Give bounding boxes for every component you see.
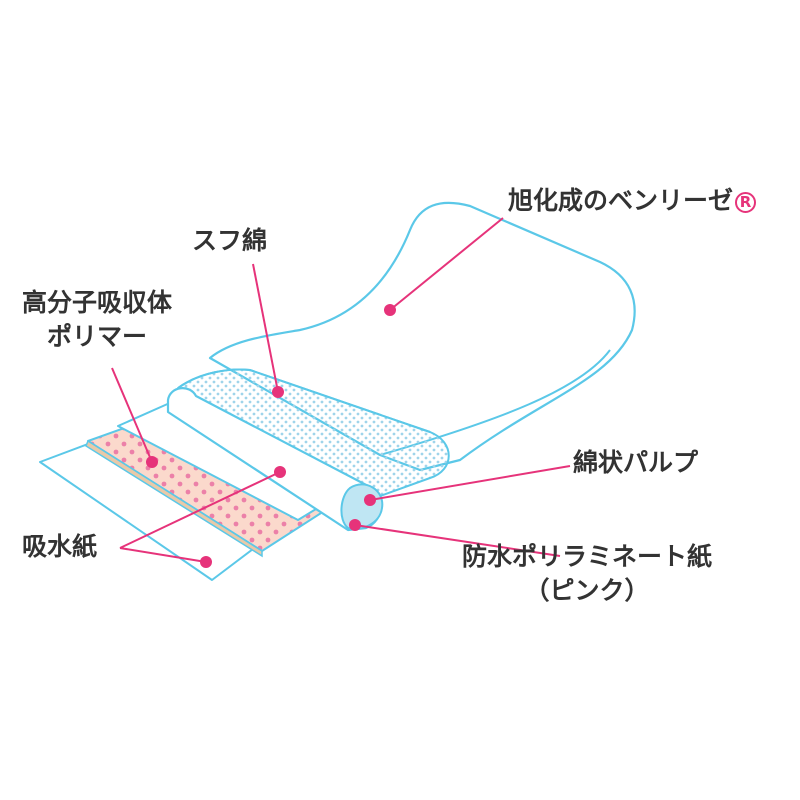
leader-polymer — [111, 367, 153, 463]
dot-paper-2 — [200, 556, 212, 568]
label-pulp-text: 綿状パルプ — [573, 448, 699, 477]
leader-paper-2 — [119, 547, 207, 563]
leader-dots — [146, 304, 396, 568]
label-laminate-line2: （ピンク） — [524, 575, 650, 605]
leader-paper-1 — [119, 471, 281, 549]
dot-benlise — [384, 304, 396, 316]
label-laminate: 防水ポリラミネート紙 （ピンク） — [462, 540, 712, 608]
label-laminate-line1: 防水ポリラミネート紙 — [462, 542, 713, 571]
label-polymer-line2: ポリマー — [47, 321, 148, 351]
dot-pulp — [364, 494, 376, 506]
label-paper-text: 吸水紙 — [22, 532, 98, 561]
label-benlise-text: 旭化成のベンリーゼ — [508, 186, 734, 215]
pulp-mesh-top — [177, 368, 431, 433]
label-polymer-line1: 高分子吸収体 — [22, 288, 173, 317]
label-pulp: 綿状パルプ — [573, 446, 698, 480]
label-paper: 吸水紙 — [22, 530, 97, 564]
registered-mark: R — [735, 191, 757, 213]
dot-sufu — [272, 386, 284, 398]
dot-laminate — [349, 519, 361, 531]
leader-sufu — [252, 263, 279, 393]
leader-lines — [111, 217, 571, 563]
leader-pulp — [369, 465, 571, 501]
dot-paper-1 — [274, 466, 286, 478]
leader-laminate — [354, 524, 561, 557]
leader-benlise — [389, 217, 504, 311]
polymer-layer-edge — [85, 439, 263, 558]
label-polymer: 高分子吸収体 ポリマー — [22, 286, 172, 354]
label-sufu: スフ綿 — [192, 224, 267, 258]
dot-polymer — [146, 456, 158, 468]
label-sufu-text: スフ綿 — [192, 226, 268, 255]
